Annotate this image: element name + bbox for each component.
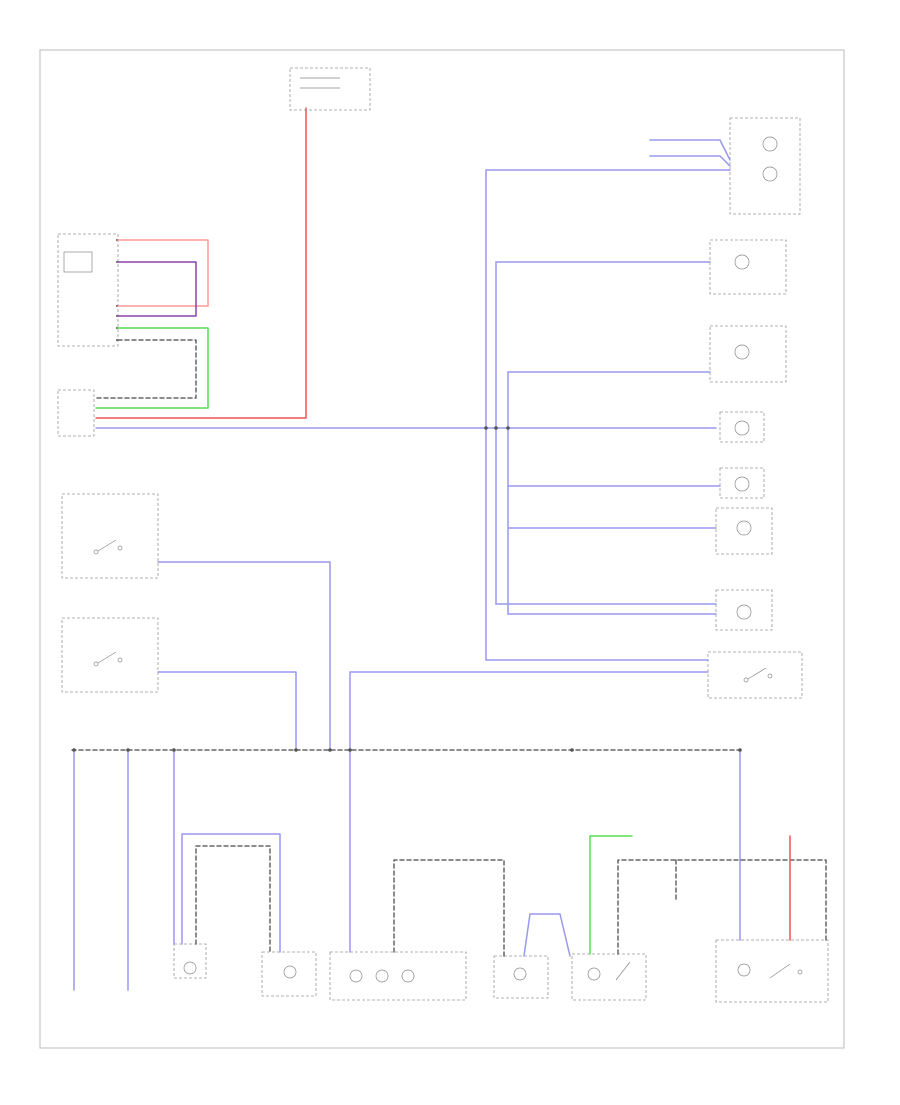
switch-c (707, 651, 803, 699)
instrument-cluster (57, 233, 119, 347)
wire-pink (117, 239, 209, 307)
lamp-4 (719, 411, 765, 443)
central-module (57, 389, 95, 437)
cluster-bottom (571, 953, 647, 1001)
wire-lamp-1c (649, 155, 731, 167)
junction-dot (494, 426, 498, 430)
wire-seat-black (195, 845, 271, 953)
lamp-3 (709, 325, 787, 383)
switch-b (61, 617, 159, 693)
right-seat-switch (261, 951, 317, 997)
lamp-1 (729, 117, 801, 215)
lamp-7 (715, 589, 773, 631)
control-panel (329, 951, 467, 1001)
lamp-2 (709, 239, 787, 295)
wire-ctrl-unit (523, 913, 571, 957)
junction-dot (126, 748, 130, 752)
control-unit (493, 955, 549, 999)
junction-dot (506, 426, 510, 430)
junction-dot (348, 748, 352, 752)
left-seat-switch (173, 943, 207, 979)
junction-dot (172, 748, 176, 752)
diagram-frame (39, 49, 845, 1049)
wire-panel-loop (393, 859, 505, 957)
wire-layer (71, 107, 827, 991)
junction-dot (72, 748, 76, 752)
junction-dot (294, 748, 298, 752)
junction-layer (72, 426, 742, 752)
wire-lamp-1b (649, 139, 731, 161)
wire-red-power (95, 107, 307, 419)
junction-dot (484, 426, 488, 430)
junction-dot (570, 748, 574, 752)
wire-purple (117, 261, 197, 317)
switch-a (61, 493, 159, 579)
lamp-6 (715, 507, 773, 555)
hot-fuse-box (289, 67, 371, 111)
wire-black-ground (95, 339, 197, 399)
wire-switch-c-b (349, 671, 709, 751)
junction-dot (738, 748, 742, 752)
wire-seat-loop (181, 833, 281, 953)
lamp-5 (719, 467, 765, 499)
wire-switch-a (157, 561, 331, 751)
wire-cluster-green (589, 835, 633, 955)
wire-switch-b (157, 671, 297, 751)
junction-dot (328, 748, 332, 752)
wire-green (95, 327, 209, 409)
relay-right (715, 939, 829, 1003)
wire-relay-black (617, 859, 827, 955)
